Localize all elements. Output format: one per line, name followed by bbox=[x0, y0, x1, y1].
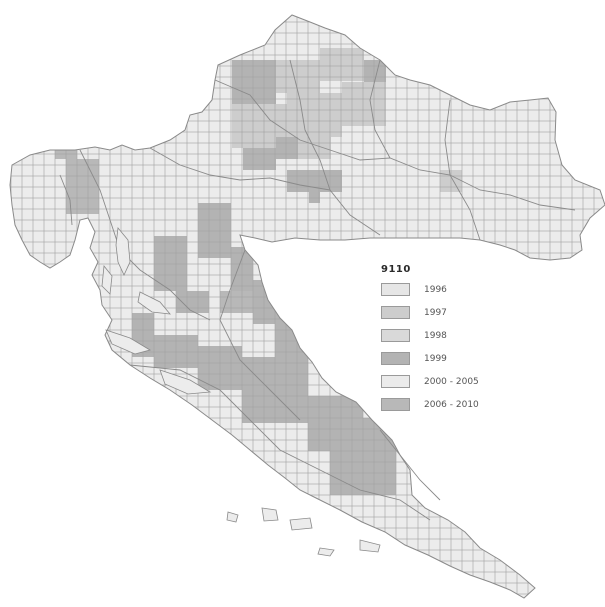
island bbox=[226, 511, 239, 523]
island bbox=[115, 227, 131, 276]
legend-item: 1998 bbox=[381, 329, 521, 342]
island bbox=[101, 264, 113, 295]
legend-swatch bbox=[381, 398, 410, 411]
islands-layer bbox=[101, 227, 381, 557]
boundary-line bbox=[219, 249, 301, 421]
legend-label: 1998 bbox=[424, 330, 447, 341]
boundary-line bbox=[379, 429, 441, 501]
legend-item: 1996 bbox=[381, 283, 521, 296]
legend-items: 1996 1997 1998 1999 2000 - 2005 2006 - 2010 bbox=[381, 283, 521, 411]
legend-swatch bbox=[381, 283, 410, 296]
legend-label: 1996 bbox=[424, 284, 447, 295]
island bbox=[359, 539, 381, 553]
island bbox=[137, 291, 171, 315]
legend: 9110 1996 1997 1998 1999 2000 - 2005 2006 - 2… bbox=[381, 264, 521, 421]
island bbox=[317, 547, 335, 557]
legend-label: 2000 - 2005 bbox=[424, 376, 479, 387]
boundary-line bbox=[149, 147, 331, 191]
legend-label: 1997 bbox=[424, 307, 447, 318]
legend-item: 1997 bbox=[381, 306, 521, 319]
legend-label: 2006 - 2010 bbox=[424, 399, 479, 410]
legend-item: 1999 bbox=[381, 352, 521, 365]
legend-label: 1999 bbox=[424, 353, 447, 364]
legend-swatch bbox=[381, 306, 410, 319]
legend-swatch bbox=[381, 375, 410, 388]
legend-swatch bbox=[381, 352, 410, 365]
boundary-line bbox=[59, 174, 73, 226]
legend-title: 9110 bbox=[381, 264, 411, 275]
island bbox=[159, 369, 212, 395]
boundary-line bbox=[369, 59, 391, 159]
legend-item: 2000 - 2005 bbox=[381, 375, 521, 388]
legend-item: 2006 - 2010 bbox=[381, 398, 521, 411]
boundary-line bbox=[289, 59, 381, 236]
boundary-line bbox=[444, 99, 481, 241]
island bbox=[261, 507, 279, 522]
island bbox=[105, 329, 152, 355]
island bbox=[289, 517, 313, 531]
legend-swatch bbox=[381, 329, 410, 342]
boundary-line bbox=[129, 364, 431, 521]
